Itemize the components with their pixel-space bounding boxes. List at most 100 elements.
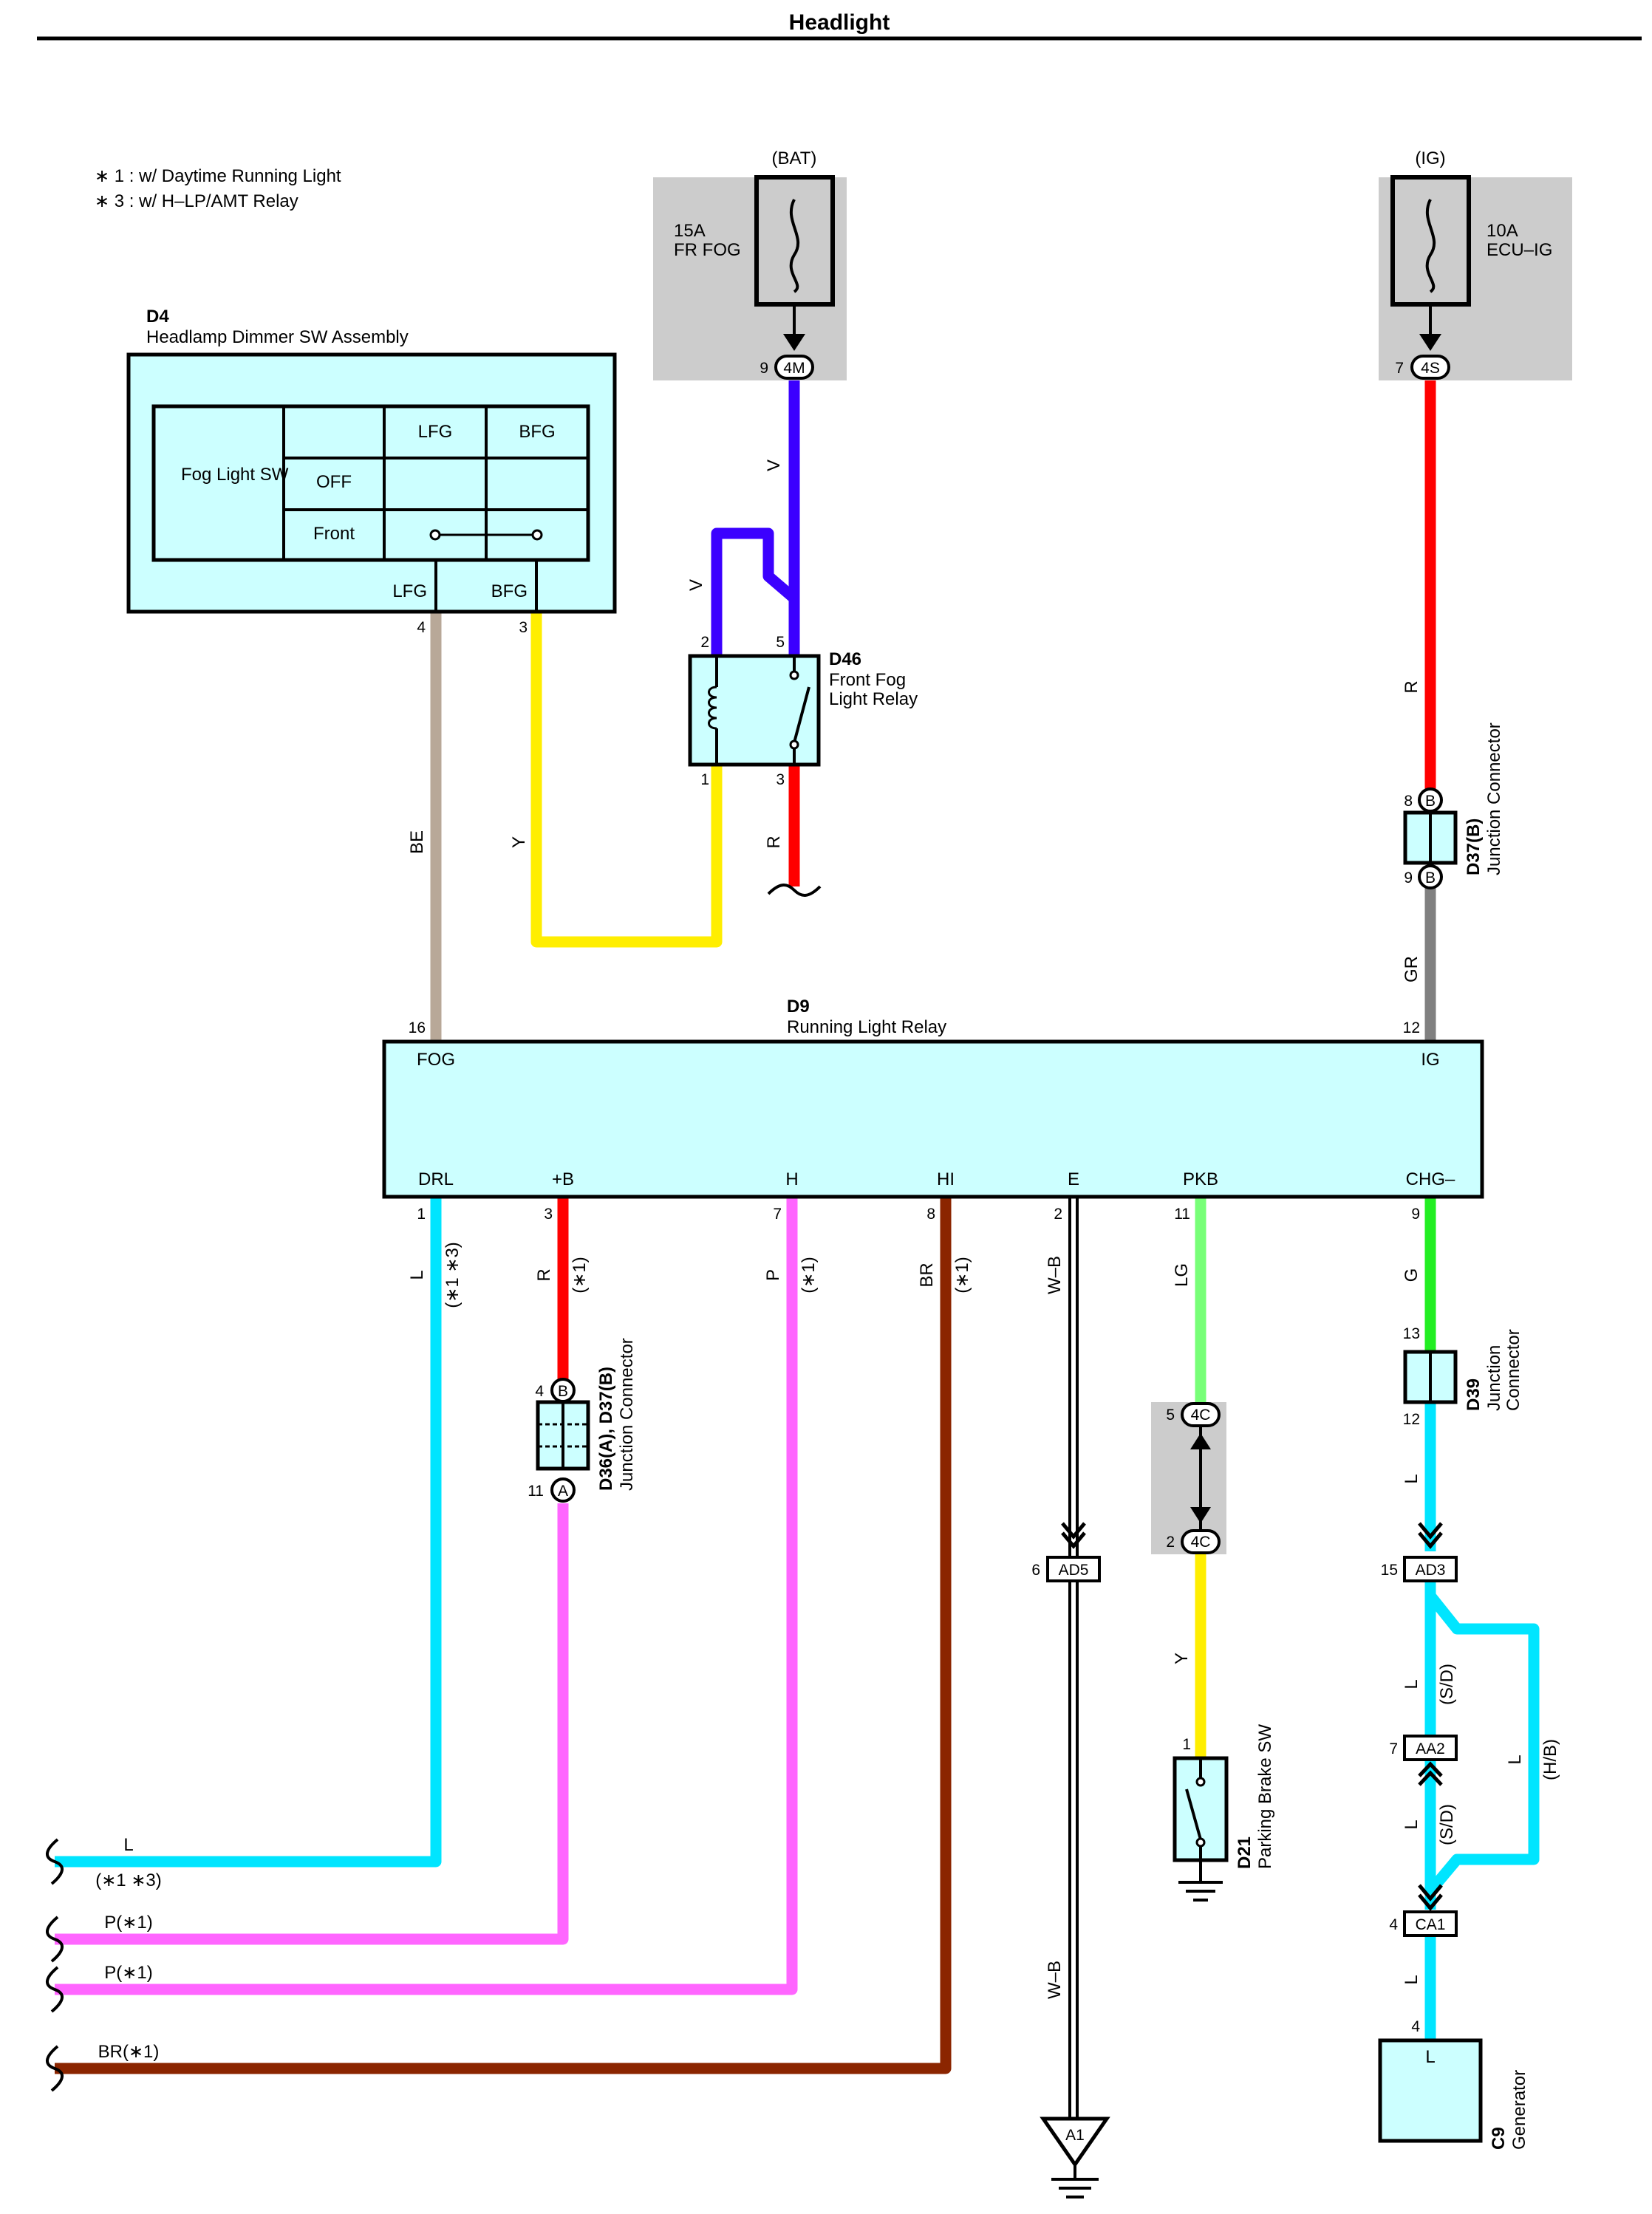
a1-name: A1 [1065, 2127, 1085, 2144]
ad3-name: AD3 [1416, 1562, 1446, 1579]
exit-br-label: BR(∗1) [98, 2042, 160, 2062]
d9-pin-2: 2 [1054, 1206, 1062, 1223]
label-l-d39: L [1402, 1474, 1421, 1483]
label-l-drl: L [407, 1270, 427, 1279]
diagram-title: Headlight [789, 10, 890, 35]
label-y1: Y [509, 836, 529, 848]
note-2: ∗ 3 : w/ H–LP/AMT Relay [95, 191, 298, 211]
d46-name-1: Front Fog [829, 670, 906, 690]
exit-p1-label: P(∗1) [104, 1913, 152, 1933]
d9-pin-1: 1 [417, 1206, 426, 1223]
d39-id: D39 [1464, 1378, 1484, 1411]
label-r-relay: R [764, 836, 784, 848]
d9-pin-3: 3 [544, 1206, 553, 1223]
chevron-down-icon [1418, 1531, 1443, 1549]
col-lfg: LFG [418, 422, 453, 442]
fog-light-sw-label: Fog Light SW [181, 465, 289, 485]
d9-term-chg: CHG– [1406, 1169, 1455, 1189]
exit-l-note: (∗1 ∗3) [95, 1870, 162, 1890]
fuse-rating-fr-fog: 15A [674, 221, 706, 241]
contact-icon [531, 529, 543, 541]
wire-p-h [55, 1197, 798, 1995]
connector-ca1: CA1 4 [1389, 1884, 1458, 1937]
d9-name: Running Light Relay [787, 1017, 946, 1037]
label-sd2: (S/D) [1437, 1804, 1457, 1845]
label-gr: GR [1402, 956, 1421, 983]
fuse-source-bat: (BAT) [772, 148, 817, 168]
chevron-up-icon [1418, 1770, 1443, 1786]
d37b-id: D37(B) [1464, 819, 1484, 875]
d46-pin-2: 2 [700, 634, 709, 651]
term-lfg: LFG [392, 581, 427, 601]
switch-contact-icon [1185, 1788, 1202, 1840]
label-wb2: W–B [1045, 1961, 1065, 1999]
d9-pin-12: 12 [1403, 1019, 1420, 1036]
fuse-name-fr-fog: FR FOG [674, 240, 741, 260]
ground-triangle-icon [1040, 2116, 1110, 2168]
wire-p-d36 [55, 1503, 569, 1945]
d36-name: Junction Connector [617, 1338, 637, 1491]
d9-running-light-relay: D9 Running Light Relay 16 FOG 12 IG DRL … [382, 997, 1484, 1223]
chevron-down-icon [1418, 1522, 1443, 1540]
d46-name-2: Light Relay [829, 689, 918, 709]
d9-term-drl: DRL [418, 1169, 454, 1189]
chevron-down-icon [1418, 1884, 1443, 1902]
d39-junction-connector: 13 12 D39 Junction Connector [1403, 1325, 1523, 1428]
arrow-up-icon [1190, 1433, 1211, 1449]
d4-headlamp-dimmer-sw: D4 Headlamp Dimmer SW Assembly Fog Light… [126, 307, 617, 636]
d4-pin-4: 4 [417, 619, 426, 636]
wire-break-icon [46, 1966, 64, 2013]
connector-4s: 4S [1421, 360, 1440, 377]
fuse-name-ecu-ig: ECU–IG [1487, 240, 1552, 260]
exit-p2-label: P(∗1) [104, 1963, 152, 1983]
d46-id: D46 [829, 649, 861, 669]
fuse-element-icon [1425, 199, 1436, 293]
label-g: G [1402, 1268, 1421, 1282]
ad3-pin: 15 [1381, 1562, 1398, 1579]
note-1: ∗ 1 : w/ Daytime Running Light [95, 166, 341, 186]
d39-name-2: Connector [1503, 1329, 1523, 1411]
label-lg: LG [1172, 1263, 1192, 1287]
c4-bottom-pin: 2 [1166, 1534, 1175, 1551]
d9-id: D9 [787, 997, 810, 1017]
label-r-ig: R [1402, 680, 1421, 693]
coil-icon [708, 686, 717, 730]
aa2-name: AA2 [1416, 1740, 1445, 1757]
d4-pin-3: 3 [519, 619, 528, 636]
col-bfg: BFG [519, 422, 555, 442]
wire-color-labels: V V R BE Y R GR L (∗1 ∗3) R (∗1) P (∗1) … [407, 459, 1560, 1999]
c9-generator: 4 L C9 Generator [1378, 2018, 1529, 2150]
d9-term-e: E [1068, 1169, 1079, 1189]
c9-pin: 4 [1411, 2018, 1420, 2035]
label-p-h: P [763, 1269, 783, 1281]
row-off: OFF [316, 472, 352, 492]
wire-break-icon [46, 2045, 64, 2092]
c4-top-pin: 5 [1166, 1407, 1175, 1424]
wires [55, 380, 1540, 2119]
d36-pin-4: 4 [535, 1383, 544, 1400]
d37b-letter-bottom: B [1425, 869, 1436, 886]
wire-l-drl [55, 1197, 442, 1868]
wire-break-icon [46, 1838, 64, 1885]
d9-term-ig: IG [1421, 1050, 1439, 1070]
d37b-pin-8: 8 [1404, 793, 1413, 810]
d36-id: D36(A), D37(B) [596, 1367, 616, 1491]
d37b-letter-top: B [1425, 793, 1436, 810]
label-br-hi: BR [917, 1263, 937, 1287]
c4-bottom-name: 4C [1191, 1534, 1211, 1551]
label-hi-note: (∗1) [952, 1257, 972, 1293]
d39-name-1: Junction [1484, 1345, 1504, 1411]
row-front: Front [313, 524, 355, 544]
fuse-rating-ecu-ig: 10A [1487, 221, 1518, 241]
ad5-name: AD5 [1059, 1562, 1089, 1579]
d9-pin-7: 7 [773, 1206, 782, 1223]
d37b-pin-9: 9 [1404, 869, 1413, 886]
d36-letter-b: B [558, 1383, 568, 1400]
d21-name: Parking Brake SW [1255, 1724, 1275, 1869]
d39-pin-13: 13 [1403, 1325, 1420, 1342]
connector-4c: 4C 5 4C 2 [1151, 1402, 1226, 1554]
connector-ad5: AD5 6 [1031, 1522, 1101, 1582]
arrow-down-icon [1190, 1507, 1211, 1523]
pin-4m: 9 [760, 360, 768, 377]
